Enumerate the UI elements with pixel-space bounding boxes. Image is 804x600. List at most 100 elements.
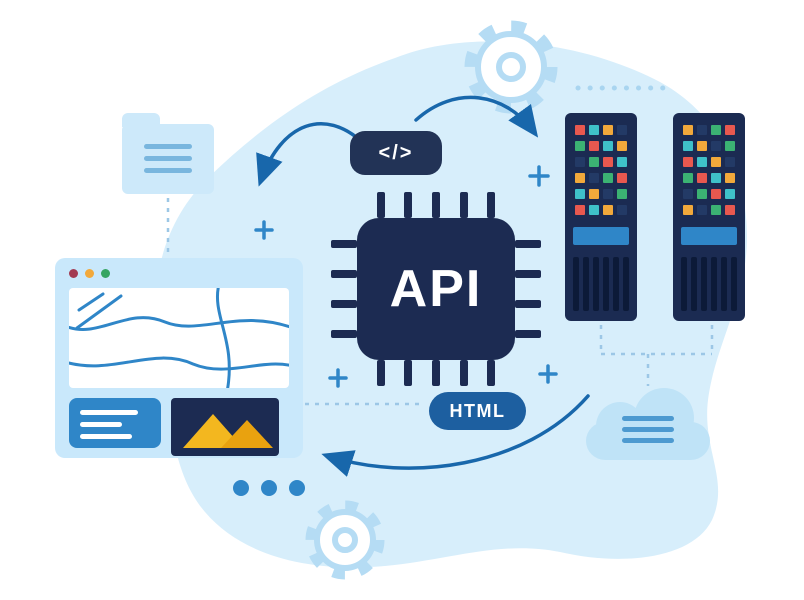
chip-pin bbox=[515, 300, 541, 308]
html-badge-label: HTML bbox=[449, 400, 506, 421]
server-led bbox=[589, 157, 599, 167]
server-screen bbox=[573, 227, 629, 245]
server-led bbox=[711, 157, 721, 167]
server-vent bbox=[701, 257, 707, 311]
server-led bbox=[617, 125, 627, 135]
server-vent bbox=[711, 257, 717, 311]
server-led bbox=[697, 189, 707, 199]
server-tower bbox=[673, 113, 745, 321]
api-chip: API bbox=[331, 192, 541, 386]
folder-line bbox=[144, 156, 192, 161]
chip-pin bbox=[376, 192, 385, 218]
plus-icon bbox=[254, 220, 274, 240]
server-led bbox=[725, 173, 735, 183]
server-led-grid bbox=[575, 125, 627, 215]
server-led bbox=[589, 125, 599, 135]
chip-pin bbox=[487, 360, 496, 386]
server-led bbox=[603, 173, 613, 183]
server-led bbox=[697, 173, 707, 183]
browser-window bbox=[55, 258, 303, 458]
server-led bbox=[683, 141, 693, 151]
map-panel bbox=[69, 288, 289, 388]
server-led bbox=[711, 189, 721, 199]
code-tag-badge: </> bbox=[350, 131, 442, 175]
chip-pin bbox=[515, 330, 541, 338]
window-control-dot bbox=[85, 268, 94, 278]
server-tower bbox=[565, 113, 637, 321]
plus-icon bbox=[538, 364, 558, 384]
server-vent bbox=[573, 257, 579, 311]
api-chip-label: API bbox=[389, 260, 483, 318]
folder-lines bbox=[144, 144, 192, 173]
decor-dot bbox=[289, 480, 305, 496]
server-led bbox=[603, 141, 613, 151]
chip-pin bbox=[515, 240, 541, 248]
server-led bbox=[603, 189, 613, 199]
server-led bbox=[725, 157, 735, 167]
arrow-to-servers bbox=[414, 95, 539, 138]
server-vent bbox=[691, 257, 697, 311]
server-led bbox=[711, 173, 721, 183]
chip-pin bbox=[404, 192, 413, 218]
server-led bbox=[575, 173, 585, 183]
text-line bbox=[80, 422, 122, 427]
arrow-to-browser bbox=[256, 122, 364, 187]
server-led bbox=[683, 205, 693, 215]
server-led bbox=[589, 189, 599, 199]
server-led bbox=[617, 157, 627, 167]
server-led bbox=[603, 125, 613, 135]
server-led bbox=[589, 173, 599, 183]
chip-pin bbox=[515, 270, 541, 278]
chip-pins-right bbox=[515, 218, 541, 360]
window-content-row bbox=[69, 398, 289, 456]
decor-dot bbox=[261, 480, 277, 496]
server-vent bbox=[731, 257, 737, 311]
chip-pin bbox=[376, 360, 385, 386]
image-placeholder bbox=[171, 398, 279, 456]
server-led bbox=[589, 205, 599, 215]
server-led bbox=[711, 141, 721, 151]
server-led-grid bbox=[683, 125, 735, 215]
server-screen bbox=[681, 227, 737, 245]
server-led bbox=[589, 141, 599, 151]
server-vent bbox=[613, 257, 619, 311]
server-led bbox=[697, 157, 707, 167]
chip-pin bbox=[331, 270, 357, 278]
server-led bbox=[617, 189, 627, 199]
text-block bbox=[69, 398, 161, 448]
chip-pins-bottom bbox=[357, 360, 515, 386]
chip-pin bbox=[487, 192, 496, 218]
server-led bbox=[617, 141, 627, 151]
text-line bbox=[80, 410, 138, 415]
server-led bbox=[711, 205, 721, 215]
chip-pin bbox=[404, 360, 413, 386]
cloud-icon bbox=[586, 388, 710, 460]
chip-pin bbox=[431, 192, 440, 218]
window-control-dot bbox=[101, 268, 110, 278]
window-control-dot bbox=[69, 268, 78, 278]
server-led bbox=[575, 157, 585, 167]
folder-icon bbox=[122, 113, 214, 194]
server-led bbox=[725, 125, 735, 135]
chip-pins-left bbox=[331, 218, 357, 360]
server-led bbox=[683, 189, 693, 199]
chip-pin bbox=[331, 300, 357, 308]
server-vent bbox=[583, 257, 589, 311]
chip-pin bbox=[331, 330, 357, 338]
server-led bbox=[725, 141, 735, 151]
server-led bbox=[575, 205, 585, 215]
server-led bbox=[617, 173, 627, 183]
html-badge: HTML bbox=[429, 392, 526, 430]
server-vents bbox=[573, 257, 629, 311]
server-vents bbox=[681, 257, 737, 311]
decor-dot bbox=[233, 480, 249, 496]
server-led bbox=[575, 141, 585, 151]
chip-pin bbox=[459, 192, 468, 218]
server-led bbox=[575, 125, 585, 135]
server-led bbox=[575, 189, 585, 199]
server-vent bbox=[721, 257, 727, 311]
map-lines bbox=[69, 288, 289, 388]
server-cloud-dashed-line bbox=[599, 325, 714, 386]
server-led bbox=[603, 157, 613, 167]
server-led bbox=[617, 205, 627, 215]
